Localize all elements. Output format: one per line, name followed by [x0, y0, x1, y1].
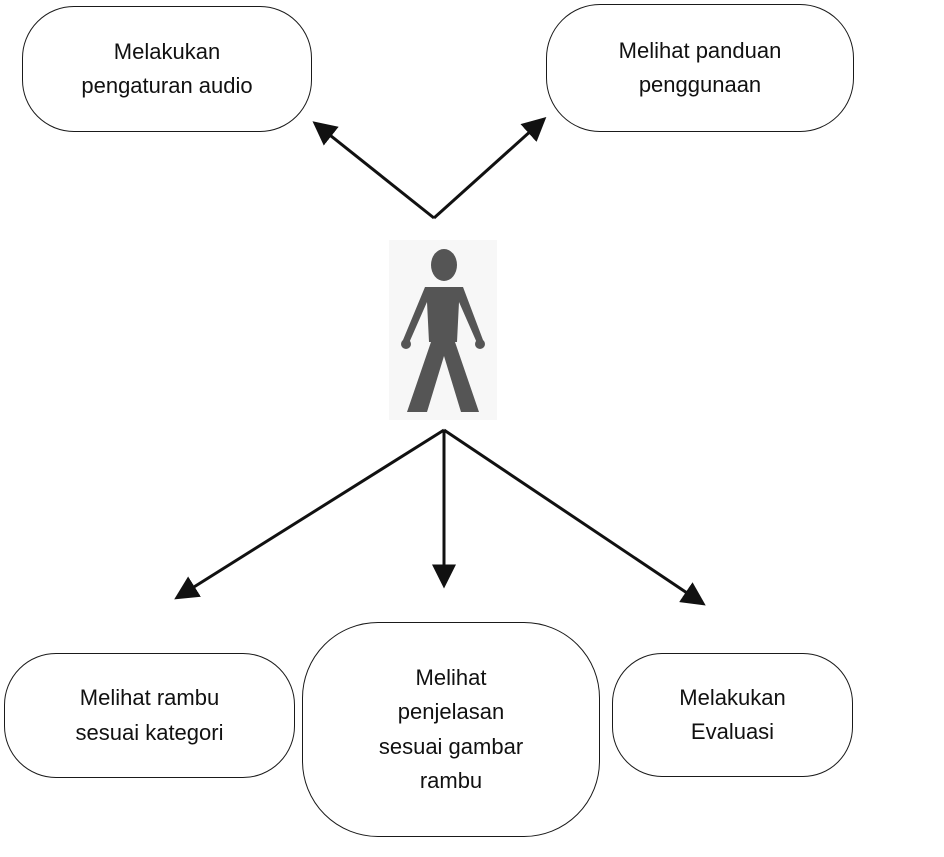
- node-line: Melakukan: [679, 684, 786, 710]
- person-body: [403, 287, 483, 412]
- node-line: penjelasan: [397, 699, 505, 725]
- edge-actor-to-guide: [432, 116, 547, 220]
- node-line: pengaturan audio: [81, 73, 253, 98]
- node-evaluation-label: Melakukan Evaluasi: [679, 681, 785, 749]
- node-user-guide: Melihat panduan penggunaan: [546, 4, 854, 132]
- node-evaluation: Melakukan Evaluasi: [612, 653, 853, 777]
- node-signs-by-category-label: Melihat rambu sesuai kategori: [76, 681, 224, 749]
- edge-actor-to-evaluation: [443, 428, 706, 606]
- person-head: [431, 249, 457, 281]
- person-left-hand: [401, 339, 411, 349]
- edge-actor-to-category: [174, 428, 445, 600]
- node-line: Melihat rambu: [79, 685, 220, 711]
- node-sign-explanation-label: Melihat penjelasan sesuai gambar rambu: [379, 661, 523, 797]
- node-line: penggunaan: [638, 72, 762, 97]
- node-line: Melihat panduan: [618, 37, 782, 63]
- person-right-hand: [475, 339, 485, 349]
- node-audio-settings: Melakukan pengaturan audio: [22, 6, 312, 132]
- node-line: Melihat: [415, 665, 487, 691]
- node-sign-explanation: Melihat penjelasan sesuai gambar rambu: [302, 622, 600, 837]
- node-line: Melakukan: [113, 38, 221, 64]
- node-line: sesuai gambar: [378, 733, 524, 759]
- node-signs-by-category: Melihat rambu sesuai kategori: [4, 653, 295, 778]
- node-line: sesuai kategori: [75, 719, 224, 745]
- person-icon: [389, 240, 497, 420]
- node-line: rambu: [419, 767, 483, 793]
- node-audio-settings-label: Melakukan pengaturan audio: [81, 35, 252, 103]
- node-line: Evaluasi: [690, 719, 775, 744]
- node-user-guide-label: Melihat panduan penggunaan: [619, 34, 782, 102]
- edge-actor-to-audio: [312, 121, 435, 220]
